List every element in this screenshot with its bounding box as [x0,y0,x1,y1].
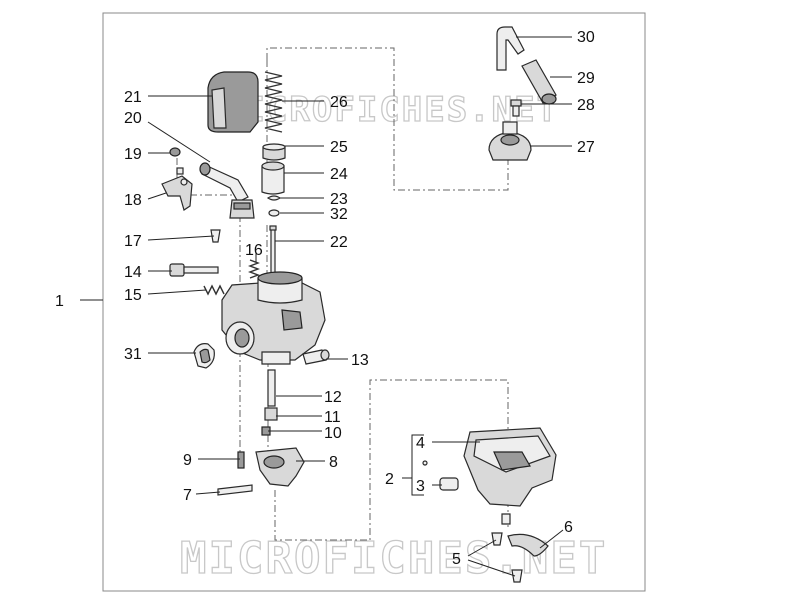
callout-31: 31 [124,346,142,363]
callout-4: 4 [416,435,425,452]
callout-19: 19 [124,146,142,163]
part-27-top-cap [488,121,532,161]
part-13-screw [302,349,330,365]
part-6-hose [507,533,549,557]
part-25-retainer [262,143,286,161]
callout-16: 16 [245,242,263,259]
callout-23: 23 [330,191,348,208]
part-24-throttle-slide [261,161,285,195]
part-23-clip [266,195,282,201]
callout-5: 5 [452,551,461,568]
part-19-screw [169,147,184,175]
part-11-jet [264,407,278,421]
part-22-needle [269,225,277,274]
part-26-spring [264,71,283,133]
callout-3: 3 [416,478,425,495]
callout-29: 29 [577,70,595,87]
callout-15: 15 [124,287,142,304]
part-17-pin [210,229,221,243]
callout-10: 10 [324,425,342,442]
callout-1: 1 [55,293,64,310]
callout-13: 13 [351,352,369,369]
callout-25: 25 [330,139,348,156]
part-30-elbow-tube [496,26,525,71]
part-14-adjust-screw [169,263,219,277]
choke-nut [229,199,255,219]
part-15-spring [203,284,225,296]
callout-8: 8 [329,454,338,471]
part-5-nozzles [491,513,523,583]
o-ring [422,460,428,466]
part-18-bracket [161,175,193,211]
part-12-jet-holder [267,369,276,407]
part-28-screw [510,99,522,117]
diagram-frame [102,12,646,592]
part-3-drain-screw [439,477,459,491]
watermark-bottom: MICROFICHES.NET [180,533,607,584]
callout-21: 21 [124,89,142,106]
callout-18: 18 [124,192,142,209]
watermark-top: MICROFICHES.NET [222,90,559,130]
callout-17: 17 [124,233,142,250]
leader-lines [80,36,572,577]
callout-2: 2 [385,471,394,488]
callout-32: 32 [330,206,348,223]
part-8-float [255,447,305,487]
callout-30: 30 [577,29,595,46]
callout-26: 26 [330,94,348,111]
callout-12: 12 [324,389,342,406]
callout-labels: 1 2 3 4 5 6 7 8 9 10 11 12 13 14 15 16 1… [55,29,595,568]
callout-28: 28 [577,97,595,114]
part-21-rubber-cap [207,71,259,133]
callout-11: 11 [324,409,341,426]
part-7-needle-valve [217,484,253,496]
part-4-float-bowl [463,427,557,507]
callout-7: 7 [183,487,192,504]
callout-20: 20 [124,110,142,127]
part-29-hose [521,59,557,105]
callout-6: 6 [564,519,573,536]
callout-24: 24 [330,166,348,183]
part-32-washer [268,209,280,217]
carburetor-body [221,271,326,365]
callout-27: 27 [577,139,595,156]
part-16-small-spring [248,259,260,279]
callout-14: 14 [124,264,142,281]
callout-22: 22 [330,234,348,251]
part-9-pin [237,451,245,469]
part-20-choke-elbow [199,162,249,203]
part-31-clamp [193,343,215,369]
callout-9: 9 [183,452,192,469]
